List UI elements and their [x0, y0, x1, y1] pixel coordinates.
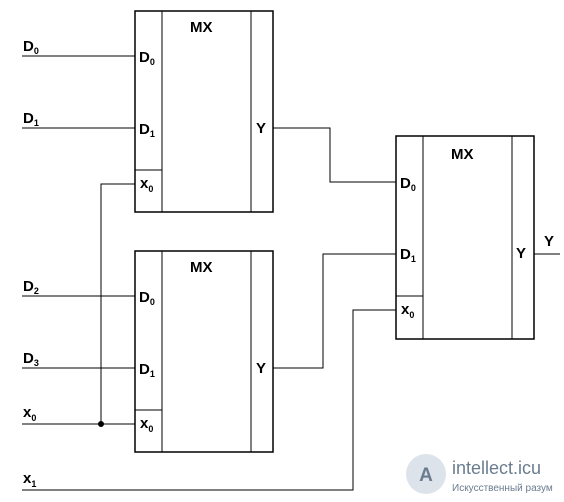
label-d1: D1 — [23, 110, 39, 128]
mux-1-pin-d1: D1 — [139, 121, 155, 139]
mux-3-pin-d0: D0 — [400, 175, 416, 193]
mux-1: MX D0 D1 x0 Y — [134, 10, 274, 213]
mux-2-body — [134, 250, 274, 453]
mux-3-pin-x0: x0 — [401, 301, 414, 320]
label-d0: D0 — [23, 38, 39, 56]
mux-2-pin-d0: D0 — [139, 289, 155, 307]
mux-3-pin-y: Y — [516, 245, 526, 262]
mux-1-title: MX — [190, 19, 213, 36]
mux-1-pin-d0: D0 — [139, 49, 155, 67]
mux-2-title: MX — [190, 259, 213, 276]
mux-3-body — [395, 135, 535, 340]
mux-1-pin-y: Y — [256, 120, 266, 137]
mux-1-body — [134, 10, 274, 213]
mux-1-pin-x0: x0 — [140, 175, 153, 194]
mux-2: MX D0 D1 x0 Y — [134, 250, 274, 453]
mux-2-pin-d1: D1 — [139, 361, 155, 379]
input-wires — [22, 55, 396, 491]
wire-x0-branch — [100, 183, 135, 424]
mux-2-pin-x0: x0 — [140, 415, 153, 434]
wire-x1 — [22, 309, 396, 491]
watermark-logo-icon — [406, 454, 446, 494]
watermark-tagline: Искусственный разум — [452, 483, 553, 494]
watermark: A intellect.icu Искусственный разум — [406, 454, 553, 494]
watermark-brand: intellect.icu — [452, 458, 541, 478]
mux-3: MX D0 D1 x0 Y — [395, 135, 535, 340]
wire-mux2-to-mux3 — [273, 253, 396, 369]
label-output-y: Y — [544, 233, 554, 250]
mux-3-pin-d1: D1 — [400, 246, 416, 264]
mux-2-pin-y: Y — [256, 360, 266, 377]
wire-junction-dot — [98, 421, 104, 427]
label-d2: D2 — [23, 278, 39, 296]
watermark-logo-letter: A — [419, 465, 433, 486]
label-d3: D3 — [23, 350, 39, 368]
label-x1: x1 — [23, 470, 36, 489]
input-labels: D0 D1 D2 D3 x0 x1 Y — [23, 38, 554, 489]
wire-mux1-to-mux3 — [273, 127, 396, 183]
internal-wires — [273, 127, 560, 369]
mux-3-title: MX — [451, 146, 474, 163]
label-x0: x0 — [23, 404, 36, 423]
